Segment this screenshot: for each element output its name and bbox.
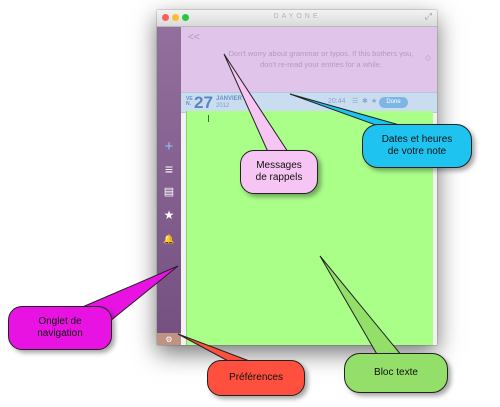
bell-icon[interactable]: 🔔: [163, 234, 175, 244]
preferences-callout: Préférences: [207, 360, 305, 396]
prefs-callout-tail: [177, 333, 253, 363]
window-title: DAYONE: [273, 13, 321, 20]
close-button[interactable]: [162, 14, 169, 21]
zoom-button[interactable]: [182, 14, 189, 21]
diamond-icon[interactable]: ◇: [424, 53, 431, 62]
back-icon[interactable]: <<: [188, 32, 200, 43]
messages-callout: Messages de rappels: [240, 150, 318, 194]
asterisk-icon[interactable]: ✱: [362, 98, 368, 105]
day-name: VEN.: [186, 96, 193, 107]
bloc-callout-tail: [319, 255, 404, 357]
navigation-callout: Onglet de navigation: [8, 306, 112, 350]
reminder-bar: << Don't worry about grammar or typos. I…: [181, 27, 437, 92]
fullscreen-icon[interactable]: ⤢: [424, 11, 432, 21]
month-name: JANVIER: [216, 96, 243, 102]
dates-callout-tail: [289, 93, 411, 129]
navigation-sidebar: + ≡ ▤ ★ 🔔 ⚙: [157, 27, 181, 345]
title-bar: DAYONE ⤢: [157, 10, 437, 27]
list-icon[interactable]: ≡: [164, 161, 174, 177]
app-window: DAYONE ⤢ + ≡ ▤ ★ 🔔 ⚙ << Don't worry abou…: [157, 10, 437, 345]
star-icon[interactable]: ★: [163, 208, 175, 222]
settings-icon[interactable]: ⚙: [165, 335, 173, 344]
dates-callout: Dates et heures de votre note: [362, 124, 472, 168]
minimize-button[interactable]: [172, 14, 179, 21]
day-number[interactable]: 27: [194, 93, 213, 112]
favorite-star-icon[interactable]: ★: [371, 98, 378, 105]
text-cursor: [208, 115, 209, 122]
reminder-message: Don't worry about grammar or typos. If t…: [228, 49, 414, 69]
entry-time[interactable]: 20:44: [328, 98, 346, 105]
calendar-icon[interactable]: ▤: [163, 186, 175, 198]
sidebar-footer: ⚙: [157, 333, 181, 345]
text-block-callout: Bloc texte: [344, 353, 448, 393]
menu-icon[interactable]: ☰: [352, 98, 359, 105]
done-button[interactable]: Done: [379, 97, 408, 108]
add-entry-icon[interactable]: +: [164, 138, 174, 155]
messages-callout-tail: [223, 53, 289, 153]
year-value: 2012: [216, 103, 230, 109]
